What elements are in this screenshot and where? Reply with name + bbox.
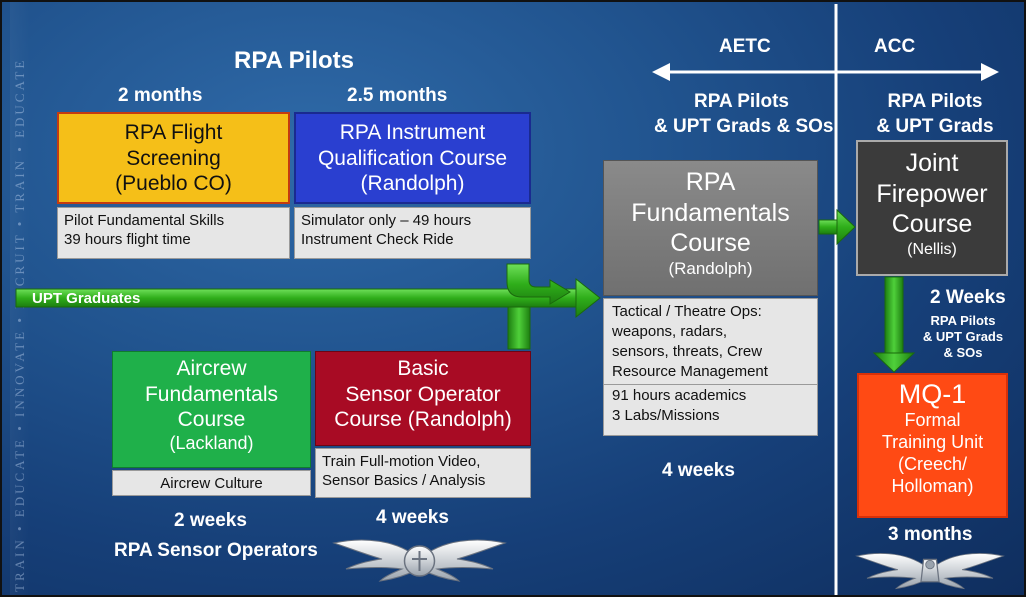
flight-screening-details: Pilot Fundamental Skills 39 hours flight… bbox=[57, 207, 290, 259]
aircrew-duration: 2 weeks bbox=[174, 510, 247, 531]
sensor-operator-wings-icon bbox=[332, 539, 507, 582]
jfc-to-mq1-arrow bbox=[872, 276, 916, 373]
rpa-fundamentals-duration: 4 weeks bbox=[662, 460, 735, 481]
aircrew-fundamentals-box: Aircrew Fundamentals Course (Lackland) bbox=[112, 351, 311, 468]
acc-label: ACC bbox=[874, 36, 916, 57]
instrument-qual-box: RPA Instrument Qualification Course (Ran… bbox=[294, 112, 531, 204]
aircrew-fundamentals-details: Aircrew Culture bbox=[112, 470, 311, 496]
aetc-acc-arrow bbox=[652, 63, 999, 81]
rpa-pilots-header: RPA Pilots bbox=[234, 47, 355, 74]
acc-audience: RPA Pilots& UPT Grads bbox=[876, 91, 994, 137]
sensor-elbow-arrow bbox=[507, 306, 531, 350]
upt-graduates-arrow bbox=[15, 277, 601, 319]
instrument-elbow-arrow bbox=[506, 263, 571, 305]
rpa-fundamentals-location: (Randolph) bbox=[668, 258, 753, 278]
aetc-audience: RPA Pilots& UPT Grads & SOs bbox=[654, 91, 834, 137]
flight-screening-box: RPA Flight Screening (Pueblo CO) bbox=[57, 112, 290, 204]
pilot-duration-2-5-months: 2.5 months bbox=[347, 85, 448, 106]
jfc-audience: RPA Pilots& UPT Grads& SOs bbox=[922, 313, 1004, 360]
mq1-box: MQ-1 Formal Training Unit (Creech/ Hollo… bbox=[857, 373, 1008, 518]
joint-firepower-box: Joint Firepower Course (Nellis) bbox=[856, 140, 1008, 276]
aetc-label: AETC bbox=[719, 36, 771, 57]
joint-firepower-location: (Nellis) bbox=[907, 240, 957, 258]
pilot-wings-icon bbox=[855, 553, 1005, 590]
rpa-fundamentals-box: RPA Fundamentals Course (Randolph) bbox=[603, 160, 818, 296]
mq1-duration: 3 months bbox=[888, 524, 973, 545]
basic-sensor-details: Train Full-motion Video, Sensor Basics /… bbox=[315, 448, 531, 498]
mq1-title: MQ-1 bbox=[898, 379, 967, 409]
jfc-duration: 2 Weeks bbox=[930, 287, 1006, 308]
instrument-qual-details: Simulator only – 49 hours Instrument Che… bbox=[294, 207, 531, 259]
rpa-fundamentals-details: Tactical / Theatre Ops: weapons, radars,… bbox=[603, 298, 818, 436]
upt-graduates-label: UPT Graduates bbox=[32, 290, 141, 307]
rpa-to-jfc-arrow bbox=[818, 208, 856, 246]
sensor-duration: 4 weeks bbox=[376, 507, 449, 528]
basic-sensor-box: Basic Sensor Operator Course (Randolph) bbox=[315, 351, 531, 446]
sensor-operators-label: RPA Sensor Operators bbox=[114, 540, 318, 561]
pilot-duration-2-months: 2 months bbox=[118, 85, 203, 106]
